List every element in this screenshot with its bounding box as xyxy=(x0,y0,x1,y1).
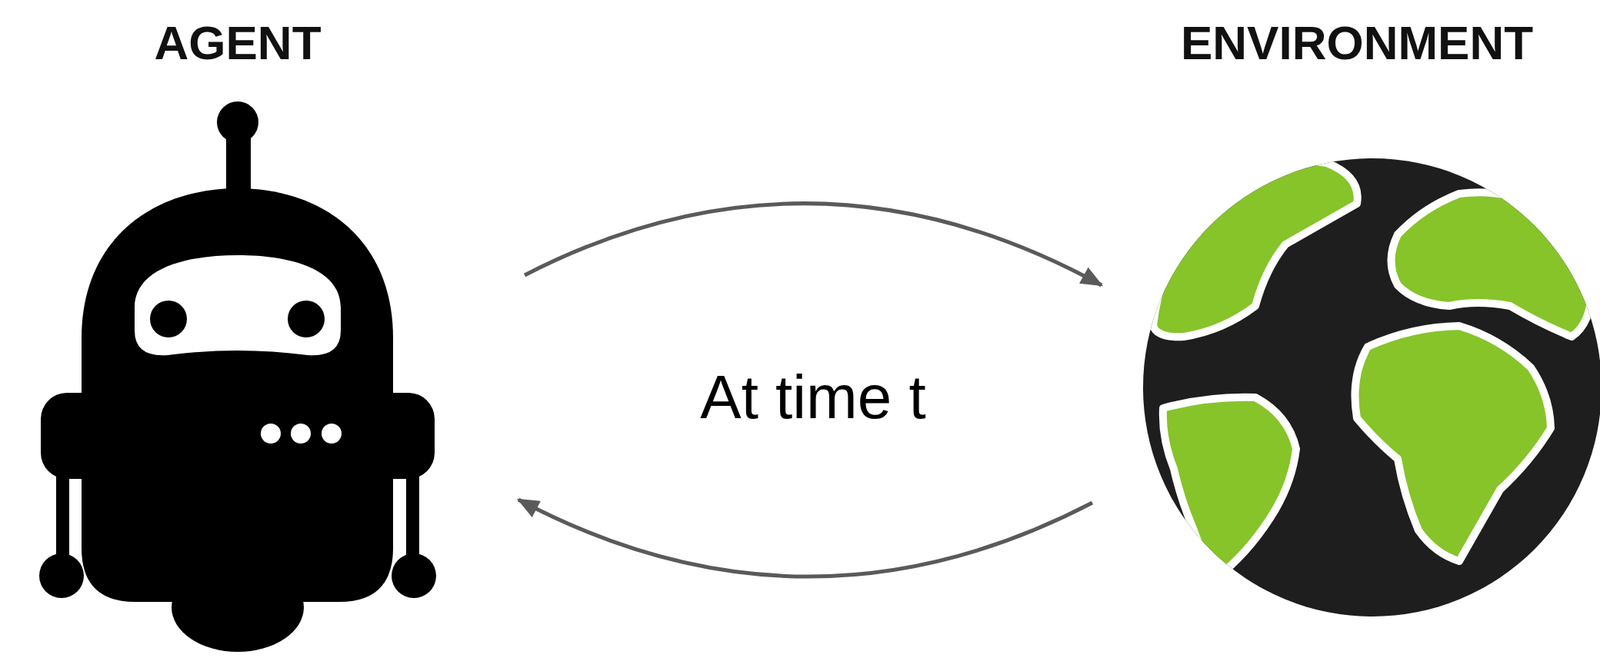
globe-icon xyxy=(1143,158,1600,617)
curved-arrow xyxy=(518,500,1093,577)
node-heading: AGENT xyxy=(154,15,322,71)
robot-icon xyxy=(39,101,437,653)
curved-arrow xyxy=(524,203,1102,286)
environment-node: ENVIRONMENT xyxy=(1101,15,1600,658)
node-heading: ENVIRONMENT xyxy=(1180,15,1534,71)
agent-node: AGENT xyxy=(23,15,525,658)
time-label: At time t xyxy=(700,362,926,434)
